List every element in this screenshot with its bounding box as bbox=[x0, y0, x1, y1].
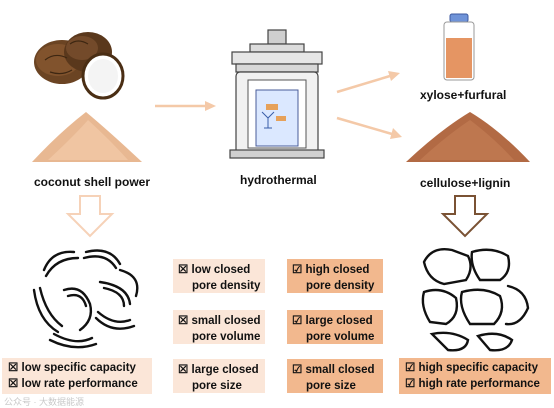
prop-line1: small closed bbox=[305, 364, 375, 376]
result-text: high rate performance bbox=[418, 378, 540, 390]
cross-check-icon: ☒ bbox=[8, 378, 19, 390]
result-text: low rate performance bbox=[21, 378, 138, 390]
prop-small-size: ☑ small closed pore size bbox=[287, 359, 383, 393]
liquid-label: xylose+furfural bbox=[420, 88, 507, 102]
prop-line1: small closed bbox=[191, 315, 261, 327]
prop-line2: pore size bbox=[192, 380, 242, 392]
watermark: 公众号 · 大数据能源 bbox=[4, 397, 84, 407]
result-text: high specific capacity bbox=[418, 362, 539, 374]
tick-check-icon: ☑ bbox=[405, 362, 416, 374]
prop-small-volume: ☒ small closed pore volume bbox=[173, 310, 265, 344]
prop-line1: low closed bbox=[191, 264, 251, 276]
cross-check-icon: ☒ bbox=[8, 362, 19, 374]
prop-line2: pore volume bbox=[192, 331, 261, 343]
prop-high-density: ☑ high closed pore density bbox=[287, 259, 383, 293]
cross-check-icon: ☒ bbox=[178, 364, 189, 376]
prop-large-size: ☒ large closed pore size bbox=[173, 359, 265, 393]
prop-low-density: ☒ low closed pore density bbox=[173, 259, 265, 293]
tick-check-icon: ☑ bbox=[405, 378, 416, 390]
cross-check-icon: ☒ bbox=[178, 315, 189, 327]
hydrothermal-label: hydrothermal bbox=[240, 173, 317, 187]
tick-check-icon: ☑ bbox=[292, 364, 303, 376]
coconut-label: coconut shell power bbox=[34, 175, 151, 189]
result-text: low specific capacity bbox=[21, 362, 136, 374]
solid-label: cellulose+lignin bbox=[420, 176, 511, 190]
right-results: ☑ high specific capacity ☑ high rate per… bbox=[399, 358, 551, 394]
cross-check-icon: ☒ bbox=[178, 264, 189, 276]
prop-line2: pore density bbox=[306, 280, 375, 292]
prop-line2: pore volume bbox=[306, 331, 375, 343]
tick-check-icon: ☑ bbox=[292, 264, 303, 276]
prop-line1: high closed bbox=[305, 264, 370, 276]
prop-line2: pore density bbox=[192, 280, 261, 292]
left-results: ☒ low specific capacity ☒ low rate perfo… bbox=[2, 358, 152, 394]
tick-check-icon: ☑ bbox=[292, 315, 303, 327]
prop-line1: large closed bbox=[305, 315, 373, 327]
prop-line2: pore size bbox=[306, 380, 356, 392]
prop-line1: large closed bbox=[191, 364, 259, 376]
prop-large-volume: ☑ large closed pore volume bbox=[287, 310, 383, 344]
